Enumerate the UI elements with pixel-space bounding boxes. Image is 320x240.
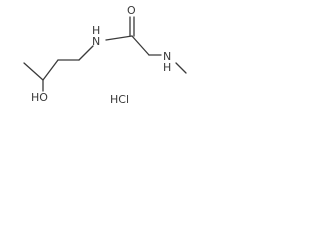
atom-label-amide-nitrogen: N: [92, 35, 100, 48]
bond-carbonyl-amide-n: [105, 35, 133, 41]
bond-chain-c2-c3: [42, 59, 59, 81]
chemical-structure-diagram: O N H N H HO HCl: [23, 4, 187, 106]
atom-label-amine-nitrogen: N: [163, 50, 171, 63]
atom-label-amine-hydrogen: H: [163, 61, 171, 74]
salt-label-hcl: HCl: [110, 93, 129, 106]
atom-label-amide-hydrogen: H: [92, 24, 100, 37]
atom-label-hydroxyl: HO: [31, 91, 48, 104]
bond-carbinol-methyl: [23, 62, 44, 81]
atom-label-carbonyl-oxygen: O: [127, 4, 136, 17]
atom-labels: O N H N H HO HCl: [31, 4, 171, 106]
skeleton-bonds: [23, 16, 187, 92]
bond-amide-n-chain: [78, 45, 94, 61]
bond-carbonyl-ch2: [131, 35, 150, 56]
bond-amine-methyl: [175, 62, 187, 74]
